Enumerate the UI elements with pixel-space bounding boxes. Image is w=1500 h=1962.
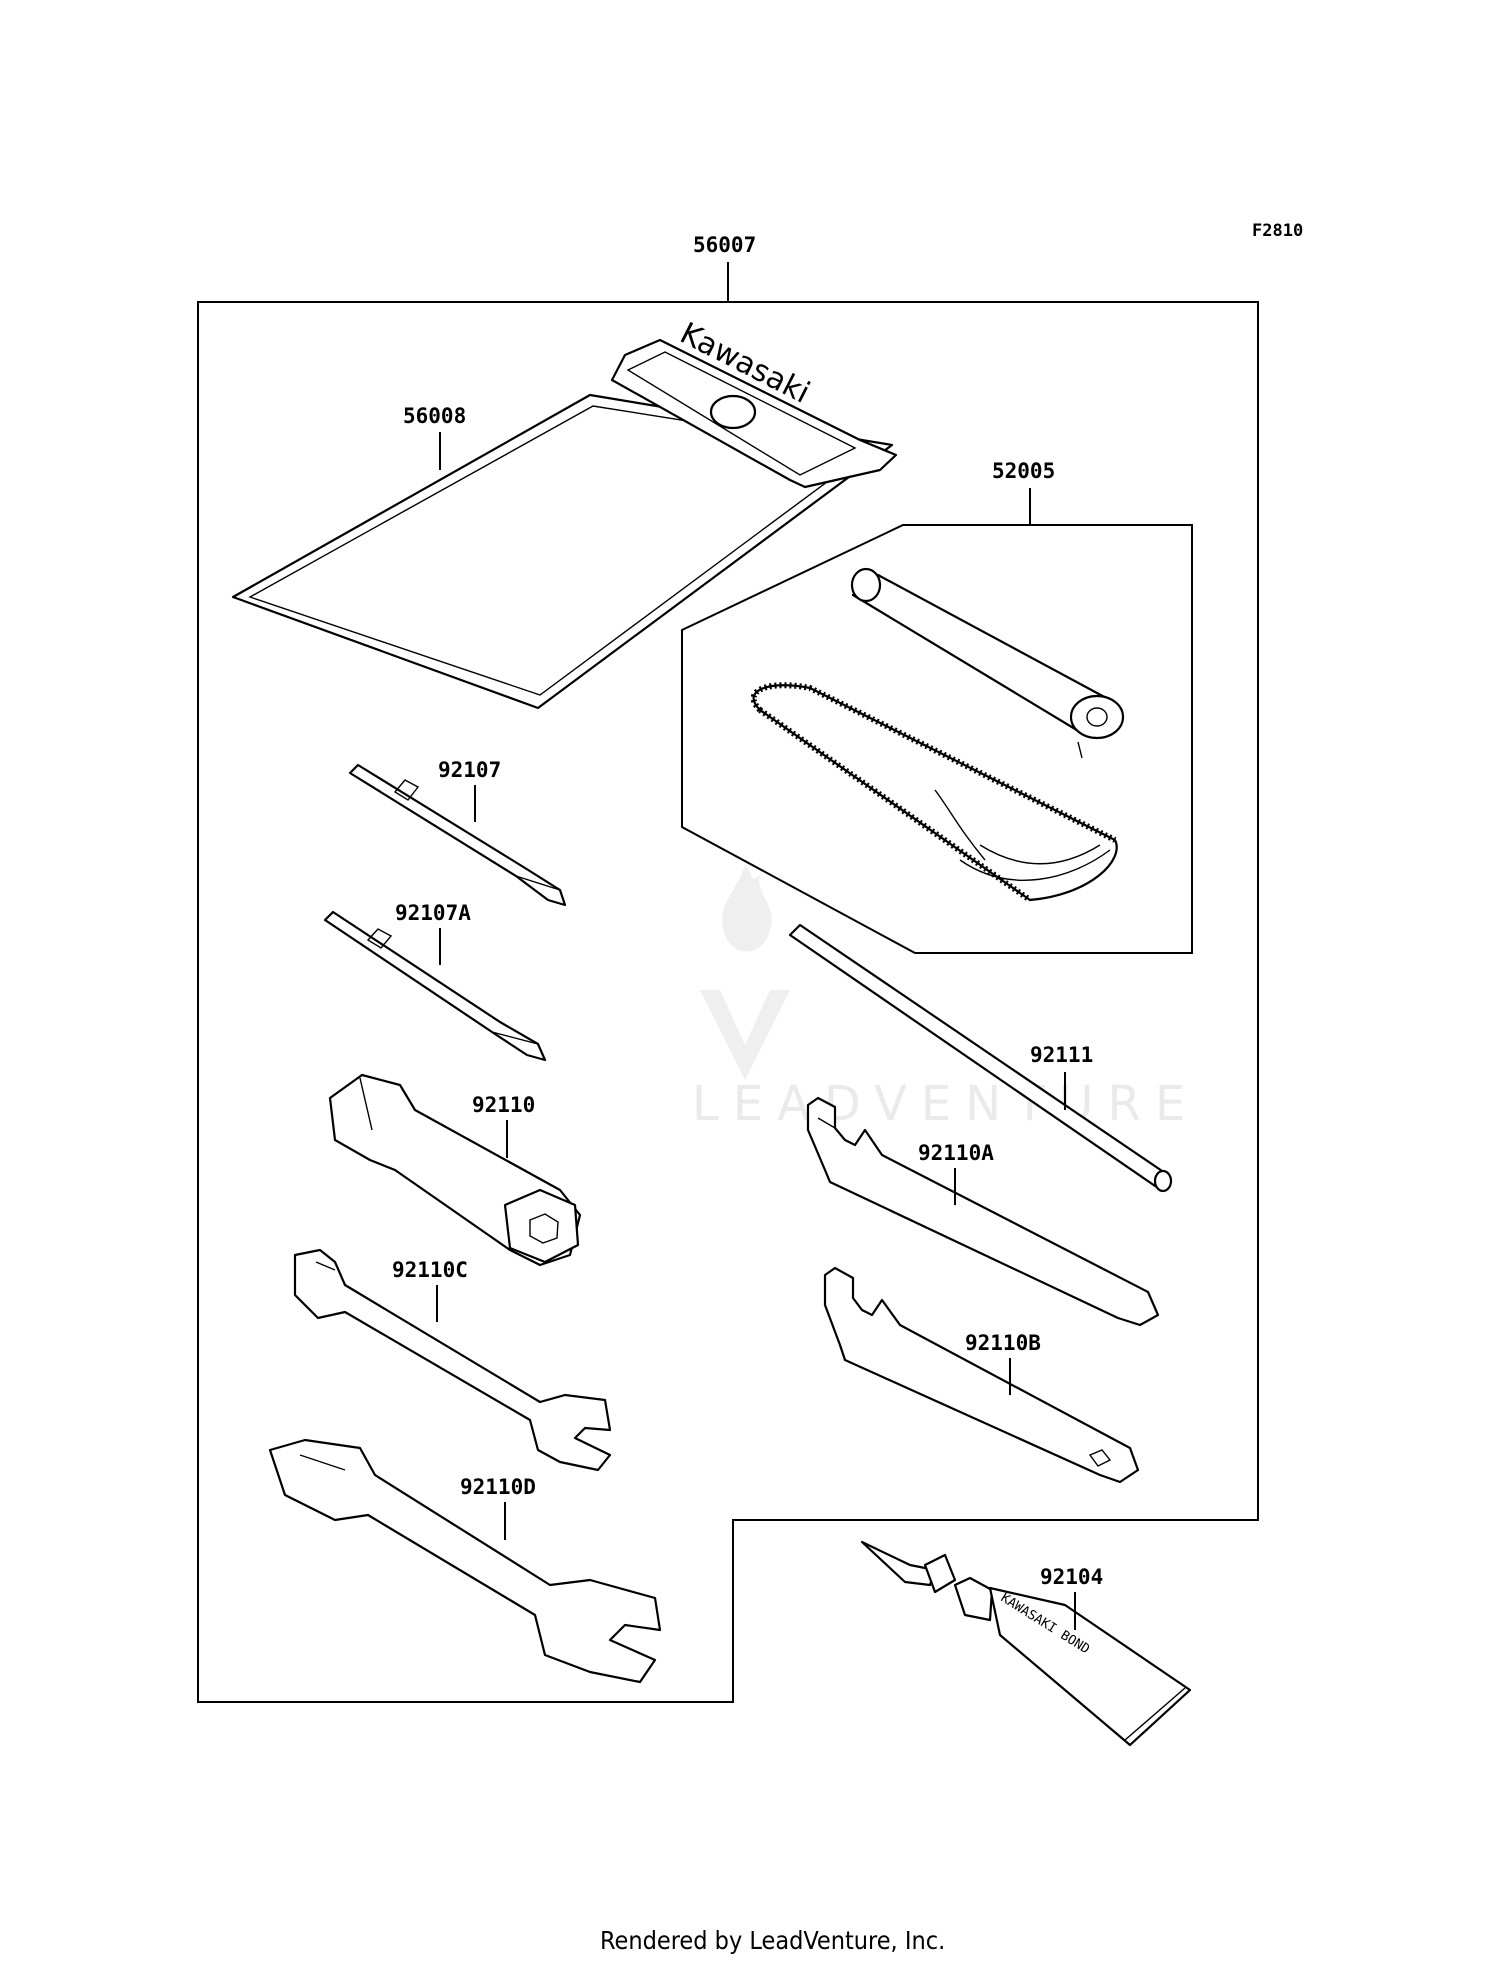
tool-pouch: Kawasaki bbox=[231, 316, 898, 710]
callout-52005: 52005 bbox=[992, 459, 1055, 483]
callout-92110: 92110 bbox=[472, 1093, 535, 1117]
tommy-bar-92111 bbox=[788, 923, 1173, 1193]
callout-92110d: 92110D bbox=[460, 1475, 536, 1499]
screwdriver-92107a bbox=[323, 910, 547, 1062]
bond-tube-92104: KAWASAKI BOND bbox=[860, 1540, 1192, 1747]
hook-wrench-92110b bbox=[823, 1266, 1140, 1484]
open-wrench-92110d bbox=[268, 1438, 662, 1684]
tool-bag bbox=[750, 682, 1118, 903]
leadventure-watermark: LEADVENTURE bbox=[692, 865, 1199, 1132]
callout-56008: 56008 bbox=[403, 404, 466, 428]
figure-code: F2810 bbox=[1252, 221, 1303, 241]
callout-56007: 56007 bbox=[693, 233, 756, 257]
callout-92111: 92111 bbox=[1030, 1043, 1093, 1067]
tire-gauge-tube bbox=[850, 567, 1125, 759]
callout-92104: 92104 bbox=[1040, 1565, 1103, 1589]
callout-92110b: 92110B bbox=[965, 1331, 1041, 1355]
box-wrench-92110 bbox=[328, 1073, 582, 1267]
callout-92110c: 92110C bbox=[392, 1258, 468, 1282]
footer-credit: Rendered by LeadVenture, Inc. bbox=[600, 1926, 945, 1955]
callout-92107a: 92107A bbox=[395, 901, 471, 925]
group-box-52005 bbox=[681, 524, 1193, 954]
callout-92110a: 92110A bbox=[918, 1141, 994, 1165]
screwdriver-92107 bbox=[348, 763, 567, 907]
group-box-56007 bbox=[197, 301, 1259, 1703]
watermark-brand: LEADVENTURE bbox=[692, 1076, 1199, 1132]
callout-92107: 92107 bbox=[438, 758, 501, 782]
open-wrench-92110c bbox=[293, 1248, 612, 1472]
hook-wrench-92110a bbox=[806, 1096, 1160, 1327]
